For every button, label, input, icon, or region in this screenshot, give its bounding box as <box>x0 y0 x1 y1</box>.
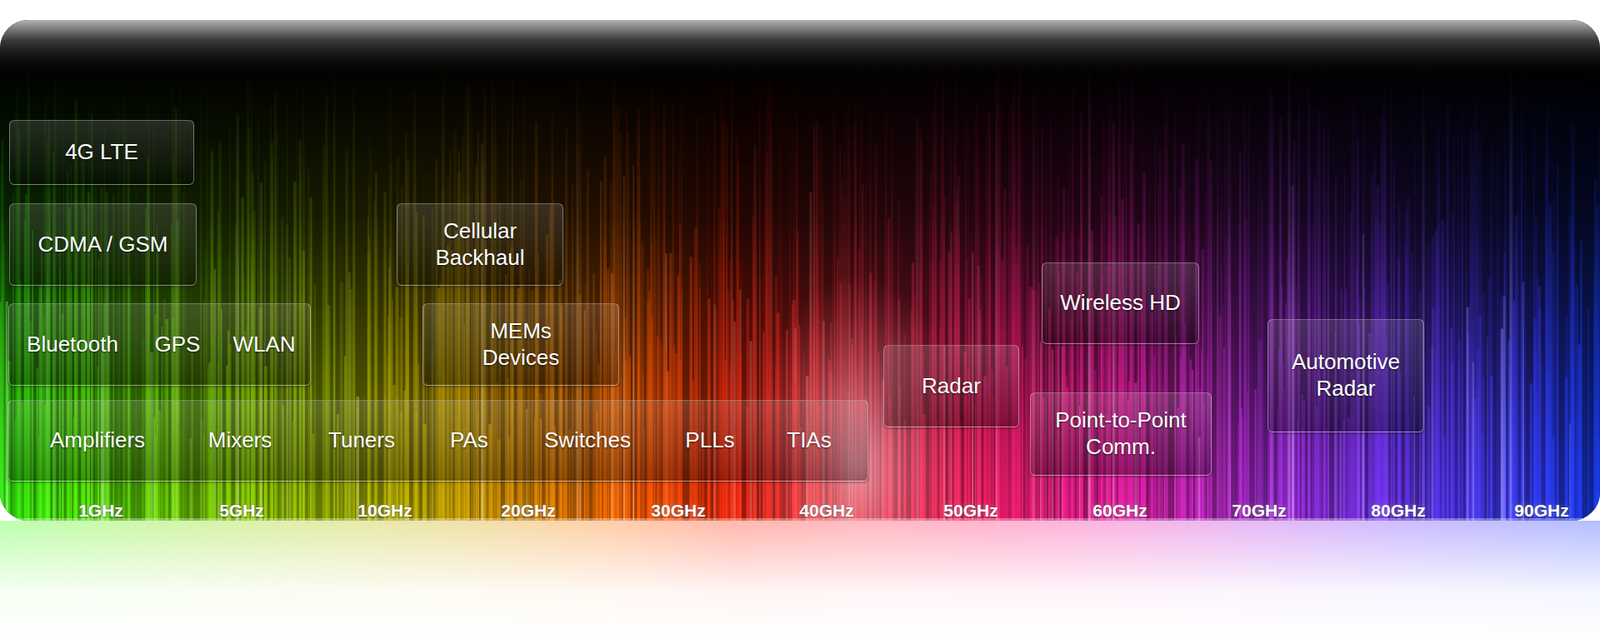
application-label: Cellular Backhaul <box>411 218 550 271</box>
application-label: Point-to-Point Comm. <box>1041 407 1200 460</box>
frequency-label: 90GHz <box>1514 500 1569 521</box>
frequency-label: 50GHz <box>943 500 998 521</box>
component-label: PAs <box>450 427 489 455</box>
application-label: Radar <box>921 373 981 400</box>
component-label: Switches <box>544 427 631 455</box>
application-label: 4G LTE <box>65 139 139 166</box>
frequency-label: 70GHz <box>1231 500 1286 521</box>
frequency-label: 30GHz <box>650 500 705 521</box>
application-box: Cellular Backhaul <box>396 203 564 286</box>
application-label: Wireless HD <box>1060 290 1180 317</box>
component-label: TIAs <box>786 427 831 455</box>
component-label: WLAN <box>232 331 295 359</box>
application-label: MEMs Devices <box>452 318 590 371</box>
application-label: CDMA / GSM <box>37 231 168 259</box>
frequency-label: 80GHz <box>1370 500 1425 521</box>
application-box: Automotive Radar <box>1267 319 1425 433</box>
application-box: 4G LTE <box>9 120 195 185</box>
component-label: Bluetooth <box>26 331 119 359</box>
component-label: Tuners <box>328 427 395 455</box>
component-label: GPS <box>155 331 201 359</box>
frequency-label: 10GHz <box>357 500 412 521</box>
frequency-label: 20GHz <box>500 500 555 521</box>
component-label: PLLs <box>685 427 735 455</box>
frequency-label: 5GHz <box>219 500 265 521</box>
application-box: Point-to-Point Comm. <box>1030 392 1212 476</box>
application-box: Bluetooth GPS WLAN <box>8 303 311 386</box>
application-label: Automotive Radar <box>1279 349 1413 402</box>
frequency-label: 60GHz <box>1092 500 1147 521</box>
application-box: Wireless HD <box>1041 262 1200 345</box>
frequency-label: 40GHz <box>799 500 854 521</box>
reflection <box>0 520 1600 639</box>
spectrum-panel <box>0 20 1600 521</box>
application-box: CDMA / GSM <box>9 203 197 286</box>
application-box: MEMs Devices <box>422 303 620 386</box>
application-box: Radar <box>883 345 1020 428</box>
application-box: Amplifiers Mixers Tuners PAs Switches PLLs TIA… <box>7 400 869 482</box>
component-label: Amplifiers <box>50 427 145 455</box>
component-label: Mixers <box>208 427 273 455</box>
frequency-label: 1GHz <box>78 500 124 521</box>
